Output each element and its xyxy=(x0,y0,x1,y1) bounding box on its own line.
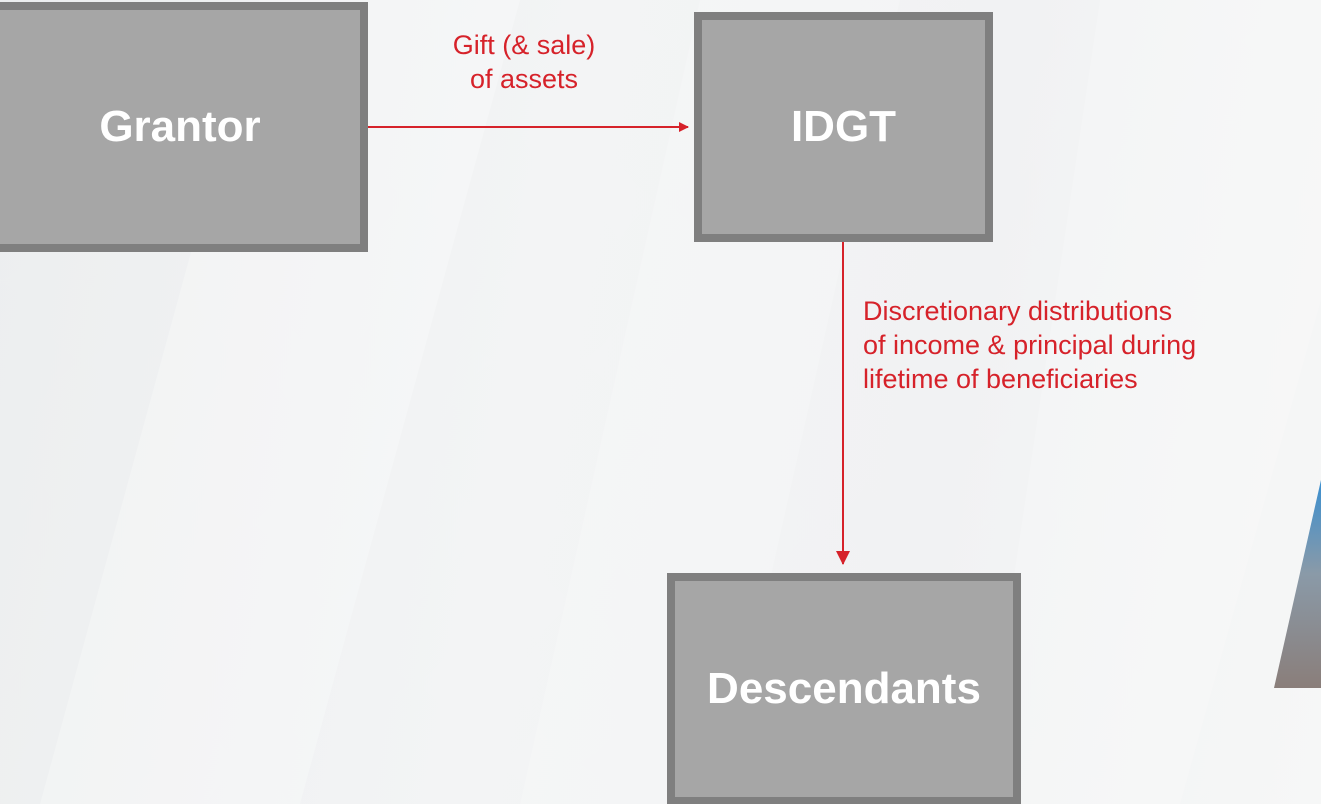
idgt-node: IDGT xyxy=(694,12,993,242)
gift-edge-label-line-2: of assets xyxy=(469,64,579,94)
distributions-edge-label-line-1: Discretionary distributions xyxy=(863,296,1173,326)
descendants-label: Descendants xyxy=(707,664,981,713)
distributions-edge-label-line-3: lifetime of beneficiaries xyxy=(863,364,1138,394)
grantor-node: Grantor xyxy=(0,2,368,252)
descendants-node: Descendants xyxy=(667,573,1021,804)
distributions-edge-label: Discretionary distributions of income & … xyxy=(863,294,1196,396)
distributions-edge-label-line-2: of income & principal during xyxy=(863,330,1197,360)
idgt-label: IDGT xyxy=(790,102,897,151)
gift-edge-label-line-1: Gift (& sale) xyxy=(452,30,596,60)
grantor-label: Grantor xyxy=(99,102,261,151)
gift-edge-label: Gift (& sale) of assets xyxy=(394,28,654,96)
